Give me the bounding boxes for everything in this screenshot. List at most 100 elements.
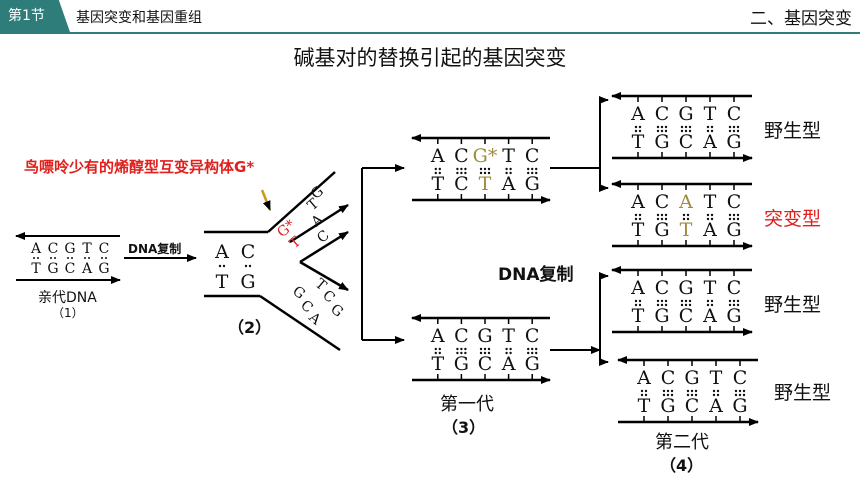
- gen2-strand-3-hbond-dot: [684, 299, 688, 303]
- fork-stub-base-bottom: G: [240, 271, 255, 293]
- gen1-wild-strand-hbond-dot: [483, 347, 487, 351]
- gen2-strand-2-mutant-hbond-dot: [664, 213, 668, 217]
- gen1-wild-strand-base-bottom: C: [478, 353, 493, 375]
- gen1-wild-strand-base-bottom: T: [431, 353, 444, 375]
- gen2-strand-1-hbond-dot: [736, 129, 740, 133]
- gen1-mutant-strand-hbond-dot: [535, 171, 538, 175]
- dna-replication-small-label: DNA复制: [128, 242, 182, 256]
- gen1-wild-strand-hbond-dot: [479, 351, 483, 355]
- gen2-strand-2-mutant-hbond-dot: [682, 217, 686, 221]
- gen2-strand-3-hbond-dot: [656, 303, 660, 307]
- gen2-strand-2-mutant-base-bottom: G: [726, 219, 741, 241]
- gen1-wild-strand-base-top: T: [502, 325, 515, 347]
- gen1-wild-strand-hbond-dot: [531, 351, 534, 355]
- gen1-mutant-strand-hbond-dot: [464, 167, 467, 171]
- gen2-strand-1-base-bottom: C: [679, 131, 694, 153]
- gen2-strand-4-hbond-dot: [666, 393, 670, 397]
- gen2-strand-4-hbond-dot: [666, 389, 670, 393]
- gen1-mutant-strand-hbond-dot: [527, 171, 530, 175]
- gen1-mutant-strand-base-top: C: [525, 145, 540, 167]
- gen1-wild-strand-base-bottom: A: [501, 353, 516, 375]
- gen2-strand-2-mutant-base-bottom: T: [680, 219, 693, 241]
- gen1-wild-strand-hbond-dot: [479, 347, 483, 351]
- gen1-mutant-strand-hbond-dot: [460, 167, 463, 171]
- gen2-strand-3-base-top: C: [727, 277, 742, 299]
- gen2-strand-3-hbond-dot: [684, 303, 688, 307]
- gen2-strand-4-hbond-dot: [716, 389, 720, 393]
- gen2-strand-3-base-bottom: G: [654, 305, 669, 327]
- gen1-mutant-strand-base-top: T: [502, 145, 515, 167]
- gen2-strand-4-hbond-dot: [742, 389, 746, 393]
- gen2-strand-2-mutant-hbond-dot: [638, 217, 642, 221]
- fork-hbond-dot: [222, 264, 226, 268]
- gen2-strand-1-hbond-dot: [638, 125, 642, 129]
- gen2-strand-1-hbond-dot: [728, 129, 732, 133]
- gen1-wild-strand-hbond-dot: [505, 347, 508, 351]
- gen2-strand-1-hbond-dot: [728, 125, 732, 129]
- section-badge: 第1节: [0, 0, 70, 32]
- parent-dna-label: 亲代DNA: [38, 290, 97, 306]
- step-4-label: （4）: [660, 456, 704, 475]
- parent-hbond-dot: [88, 257, 90, 259]
- gen2-strand-2-mutant-hbond-dot: [732, 213, 736, 217]
- outcome-label-2: 突变型: [764, 208, 822, 230]
- gen2-strand-4-base-bottom: G: [732, 395, 747, 417]
- gen1-wild-strand-hbond-dot: [531, 347, 534, 351]
- gen1-mutant-strand-base-bottom: T: [431, 173, 444, 195]
- parent-base-top: T: [82, 241, 92, 257]
- gen2-strand-1-base-bottom: A: [702, 131, 717, 153]
- gen1-mutant-strand-hbond-dot: [483, 171, 487, 175]
- parent-hbond-dot: [50, 257, 52, 259]
- gen1-mutant-strand-hbond-dot: [531, 171, 534, 175]
- lesson-title: 基因突变和基因重组: [76, 10, 202, 26]
- gen1-wild-strand-hbond-dot: [483, 351, 487, 355]
- gen2-strand-3-hbond-dot: [656, 299, 660, 303]
- step-2-label: （2）: [228, 318, 272, 337]
- gen2-strand-4-hbond-dot: [694, 393, 698, 397]
- outcome-label-1: 野生型: [764, 120, 822, 142]
- parent-hbond-dot: [37, 257, 39, 259]
- gen2-strand-4-base-bottom: G: [660, 395, 675, 417]
- gen2-strand-2-mutant-base-top: C: [655, 191, 670, 213]
- gen1-mutant-strand-base-bottom: G: [525, 173, 540, 195]
- gen2-strand-2-mutant-hbond-dot: [682, 213, 686, 217]
- gen1-mutant-strand-hbond-dot: [460, 171, 463, 175]
- gen2-strand-3-hbond-dot: [706, 299, 710, 303]
- gen1-mutant-strand-hbond-dot: [434, 171, 437, 175]
- gen2-strand-1-base-bottom: G: [726, 131, 741, 153]
- gen2-strand-4-hbond-dot: [662, 389, 666, 393]
- parent-base-top: C: [48, 241, 59, 257]
- gen2-strand-3-hbond-dot: [732, 299, 736, 303]
- gen1-mutant-strand-hbond-dot: [438, 167, 441, 171]
- gen2-strand-3-hbond-dot: [736, 299, 740, 303]
- gen2-strand-4-hbond-dot: [670, 393, 674, 397]
- step-3-label: （3）: [442, 418, 486, 437]
- gen1-mutant-strand-base-bottom: A: [501, 173, 516, 195]
- parent-hbond-dot: [54, 257, 56, 259]
- gen2-strand-1-hbond-dot: [732, 129, 736, 133]
- gen1-mutant-strand-hbond-dot: [479, 171, 483, 175]
- dna-replication-label: DNA复制: [498, 265, 574, 285]
- gen1-wild-strand-base-top: C: [525, 325, 540, 347]
- gen2-strand-1-hbond-dot: [664, 129, 668, 133]
- gen2-strand-2-mutant-hbond-dot: [660, 213, 664, 217]
- gen2-strand-1-hbond-dot: [634, 129, 638, 133]
- gen2-strand-2-mutant-hbond-dot: [686, 217, 690, 221]
- gen2-strand-1-hbond-dot: [688, 125, 692, 129]
- gen2-strand-1-hbond-dot: [680, 129, 684, 133]
- gen2-strand-1-hbond-dot: [684, 125, 688, 129]
- gen1-wild-strand-hbond-dot: [438, 351, 441, 355]
- gen2-strand-2-mutant-hbond-dot: [728, 217, 732, 221]
- fork-upper-outer: [267, 171, 336, 233]
- gen1-wild-strand-base-top: C: [454, 325, 469, 347]
- gen2-strand-4-base-bottom: C: [685, 395, 700, 417]
- parent-base-top: C: [99, 241, 110, 257]
- parent-hbond-dot: [101, 257, 103, 259]
- parent-base-bottom: T: [31, 261, 41, 277]
- gen1-wild-strand-hbond-dot: [487, 351, 491, 355]
- gen2-strand-3-base-top: A: [630, 277, 645, 299]
- gen2-strand-3-hbond-dot: [638, 299, 642, 303]
- header-bar: 第1节 基因突变和基因重组 二、基因突变: [0, 0, 860, 34]
